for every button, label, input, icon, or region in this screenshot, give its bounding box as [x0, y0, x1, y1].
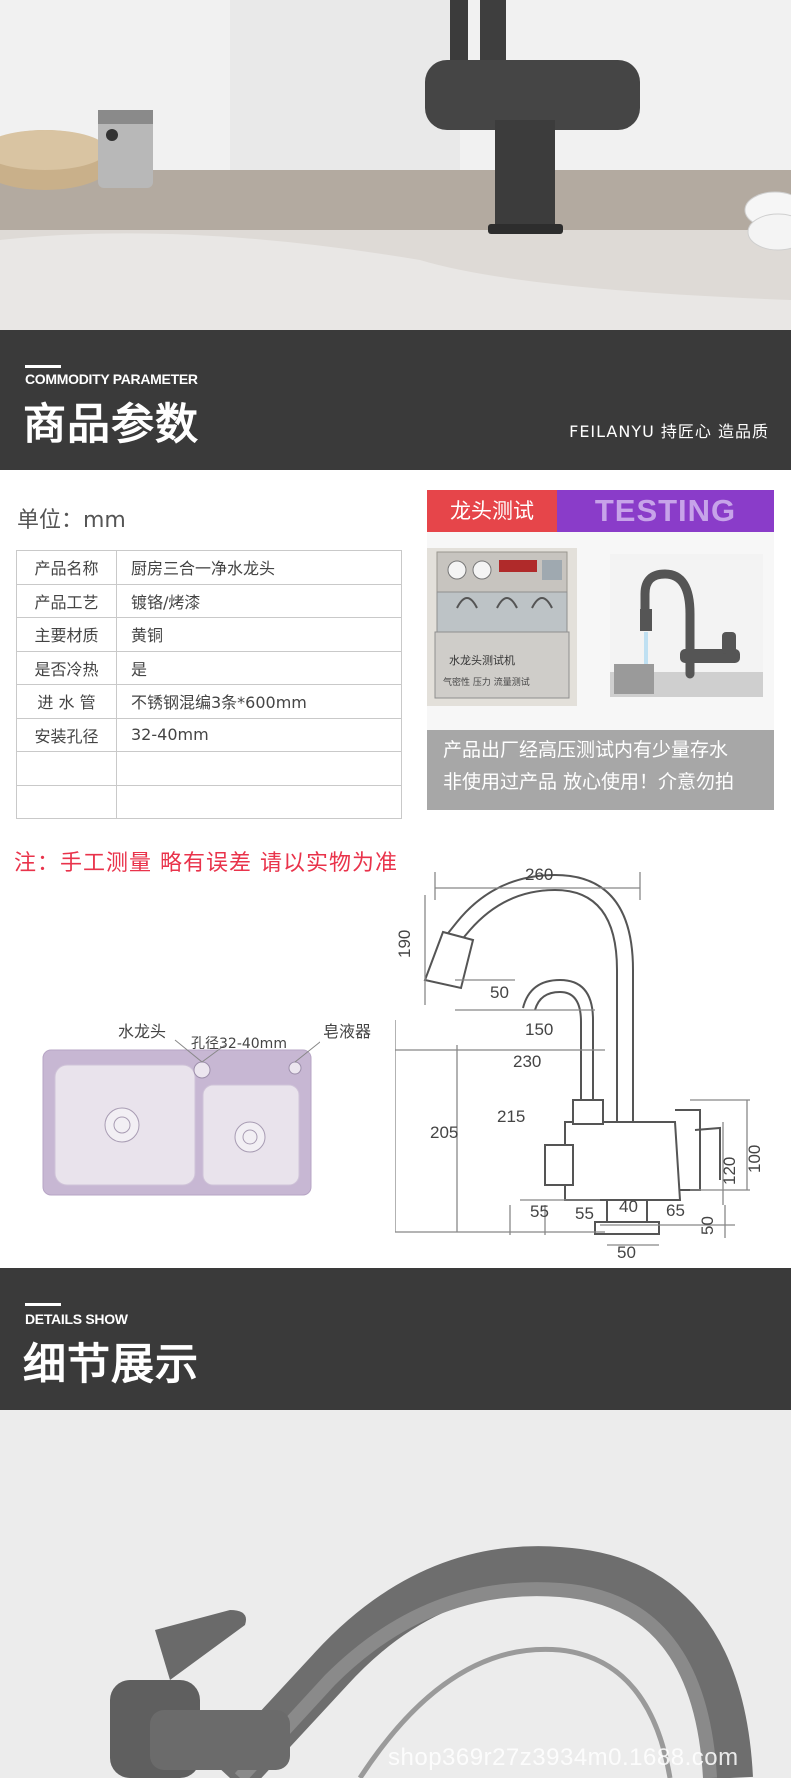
testing-tab-en: TESTING [557, 490, 774, 532]
param-value: 镀铬/烤漆 [116, 583, 402, 618]
dim-205: 205 [430, 1123, 458, 1142]
params-row: 是否冷热是 [16, 650, 402, 685]
soap-dispenser-label: 皂液器 [323, 1022, 372, 1041]
param-key [16, 751, 117, 786]
unit-label: 单位：mm [17, 508, 126, 533]
dim-65: 65 [666, 1201, 685, 1220]
faucet-hole-label: 水龙头 [118, 1022, 167, 1041]
param-value: 32-40mm [116, 717, 402, 752]
param-value: 厨房三合一净水龙头 [116, 550, 402, 585]
param-key: 产品名称 [16, 550, 117, 585]
param-value: 黄铜 [116, 617, 402, 652]
commodity-parameter-header: COMMODITY PARAMETER 商品参数 FEILANYU 持匠心 造品… [0, 330, 791, 470]
param-key: 产品工艺 [16, 583, 117, 618]
testing-tab-cn: 龙头测试 [427, 490, 557, 532]
faucet-sink-photo [0, 0, 791, 330]
param-key [16, 784, 117, 819]
machine-sub-label: 气密性 压力 流量测试 [443, 678, 530, 688]
dim-100: 100 [745, 1145, 764, 1173]
param-value [116, 784, 402, 819]
params-row: 产品名称厨房三合一净水龙头 [16, 550, 402, 585]
params-row: 产品工艺镀铬/烤漆 [16, 583, 402, 618]
dim-120: 120 [720, 1157, 739, 1185]
dim-50-right: 50 [698, 1216, 717, 1235]
hole-diameter-label: 孔径32-40mm [191, 1036, 287, 1052]
testing-panel: 龙头测试 TESTING 水龙头测试机 气密性 压力 流量测试 [427, 490, 774, 810]
sink-illustration [42, 1039, 320, 1196]
params-row [16, 751, 402, 786]
param-key: 安装孔径 [16, 717, 117, 752]
faucet-test-photo [610, 554, 763, 697]
hero-photo [0, 0, 791, 330]
params-row: 主要材质黄铜 [16, 617, 402, 652]
params-table: 产品名称厨房三合一净水龙头产品工艺镀铬/烤漆主要材质黄铜是否冷热是进 水 管不锈… [16, 550, 402, 819]
testing-note-line2: 非使用过产品 放心使用！介意勿拍 [443, 771, 735, 793]
shop-watermark: shop369r27z3934m0.1688.com [388, 1744, 739, 1771]
dim-150: 150 [525, 1020, 553, 1039]
param-key: 进 水 管 [16, 684, 117, 719]
dim-55-b: 55 [575, 1204, 594, 1223]
section-en-title: COMMODITY PARAMETER [25, 371, 198, 387]
param-value: 不锈钢混编3条*600mm [116, 684, 402, 719]
dim-40: 40 [619, 1197, 638, 1216]
dim-215: 215 [497, 1107, 525, 1126]
testing-note: 产品出厂经高压测试内有少量存水 非使用过产品 放心使用！介意勿拍 [427, 730, 774, 810]
measurement-warning: 注：手工测量 略有误差 请以实物为准 [14, 851, 398, 876]
machine-label: 水龙头测试机 [449, 654, 515, 667]
faucet-dimension-drawing: 260 190 50 150 230 205 215 100 120 55 55… [395, 865, 764, 1260]
params-row [16, 784, 402, 819]
param-key: 是否冷热 [16, 650, 117, 685]
dim-260: 260 [525, 865, 553, 884]
header-accent-bar [25, 365, 61, 368]
faucet-detail-photo [0, 1410, 791, 1778]
details-photo [0, 1410, 791, 1778]
details-show-header: DETAILS SHOW 细节展示 [0, 1268, 791, 1410]
dim-55-a: 55 [530, 1202, 549, 1221]
details-cn-title: 细节展示 [23, 1340, 199, 1390]
brand-slogan: FEILANYU 持匠心 造品质 [569, 422, 769, 441]
param-value: 是 [116, 650, 402, 685]
test-machine-photo: 水龙头测试机 气密性 压力 流量测试 [427, 548, 577, 706]
testing-note-line1: 产品出厂经高压测试内有少量存水 [443, 739, 729, 761]
details-en-title: DETAILS SHOW [25, 1311, 128, 1327]
header-accent-bar [25, 1303, 61, 1306]
dim-50-top: 50 [490, 983, 509, 1002]
dim-230: 230 [513, 1052, 541, 1071]
dim-50-bottom: 50 [617, 1243, 636, 1260]
param-key: 主要材质 [16, 617, 117, 652]
section-cn-title: 商品参数 [23, 400, 199, 450]
param-value [116, 751, 402, 786]
params-row: 进 水 管不锈钢混编3条*600mm [16, 684, 402, 719]
dim-190: 190 [395, 930, 414, 958]
